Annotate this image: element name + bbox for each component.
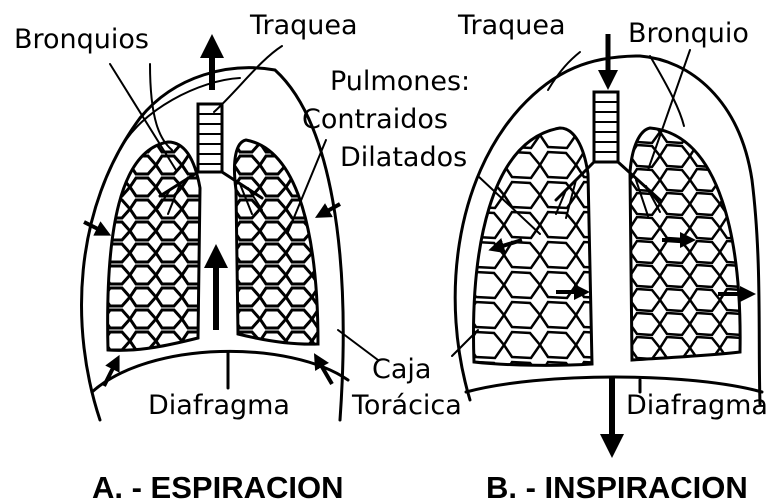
inward-arrow-right-a bbox=[322, 204, 340, 214]
label-bronquios: Bronquios bbox=[14, 24, 149, 55]
right-lung-a bbox=[234, 140, 318, 344]
up-arrow-right-a bbox=[318, 360, 332, 384]
diaphragm-a bbox=[92, 351, 348, 392]
label-traquea-b: Traquea bbox=[457, 10, 566, 41]
right-lung-b bbox=[630, 128, 740, 360]
label-diafragma-b: Diafragma bbox=[626, 390, 768, 421]
inward-arrow-left-a bbox=[84, 222, 104, 232]
up-arrow-left-a bbox=[104, 362, 116, 386]
label-pulmones: Pulmones: bbox=[330, 66, 470, 97]
caption-inspiration: B. - INSPIRACION bbox=[486, 470, 748, 504]
label-traquea-a: Traquea bbox=[249, 10, 358, 41]
label-bronquio-b: Bronquio bbox=[628, 18, 749, 49]
left-lung-a bbox=[108, 142, 200, 350]
label-diafragma-a: Diafragma bbox=[148, 390, 290, 421]
label-dilatados: Dilatados bbox=[340, 142, 467, 173]
label-toracica: Torácica bbox=[351, 390, 462, 421]
panel-expiration: Bronquios Traquea Diafragma A. - ESPIRAC… bbox=[14, 10, 378, 504]
rib-line-b bbox=[548, 52, 580, 90]
caption-expiration: A. - ESPIRACION bbox=[92, 470, 343, 504]
label-caja: Caja bbox=[372, 354, 431, 385]
panel-inspiration: Traquea Bronquio Diafragma B. - INSPIRAC… bbox=[452, 10, 768, 504]
left-lung-b bbox=[474, 128, 592, 365]
label-contraidos: Contraidos bbox=[302, 104, 448, 135]
